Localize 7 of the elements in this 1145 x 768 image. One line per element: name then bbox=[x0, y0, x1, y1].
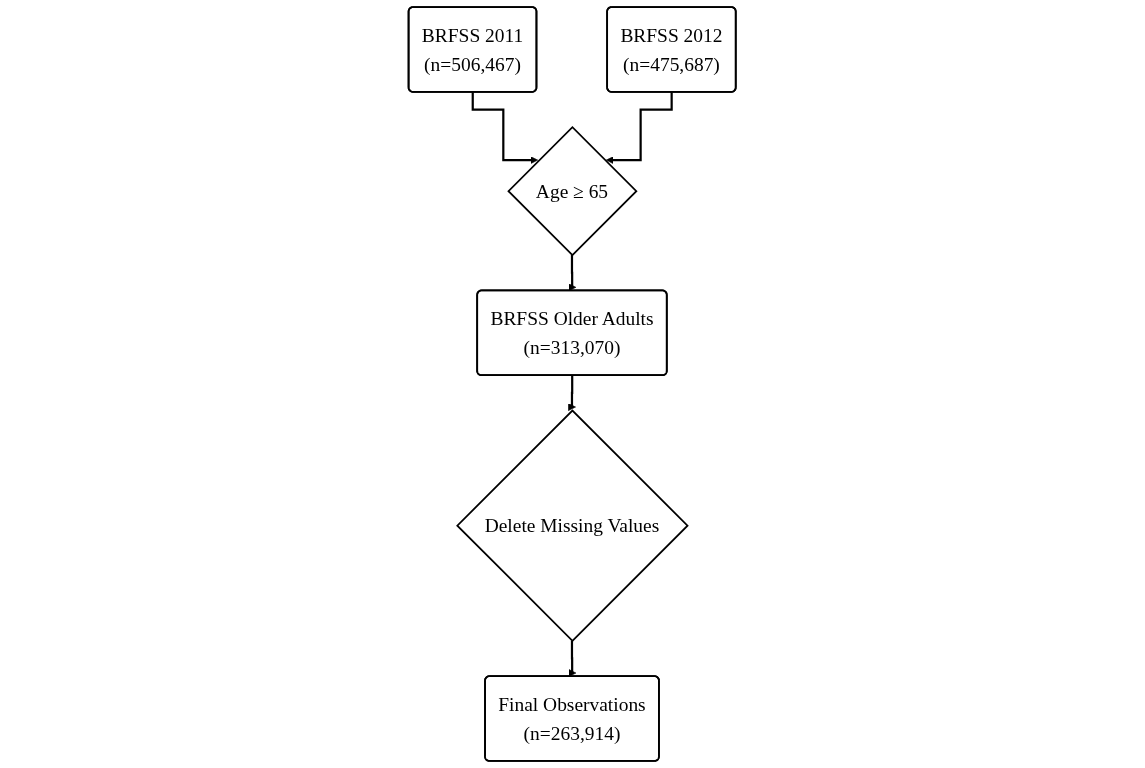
arrow bbox=[568, 374, 577, 411]
node-diamond: Age ≥ 65 bbox=[507, 125, 638, 257]
arrow bbox=[568, 253, 577, 292]
arrow bbox=[471, 91, 539, 164]
node-diamond: Delete Missing Values bbox=[456, 409, 690, 643]
arrow bbox=[568, 639, 577, 677]
arrow bbox=[606, 91, 674, 164]
